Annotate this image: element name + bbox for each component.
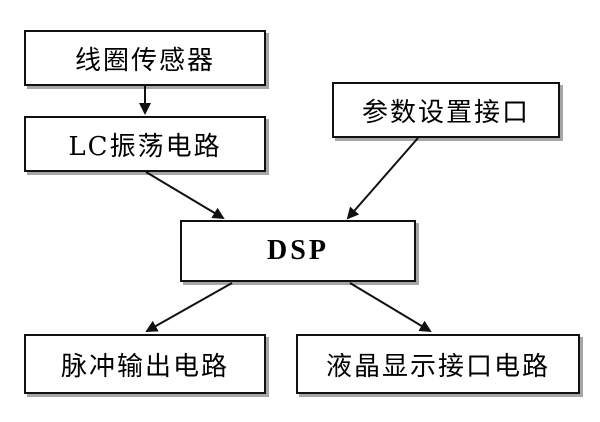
node-label: 线圈传感器 bbox=[74, 45, 215, 76]
node-label: DSP bbox=[267, 235, 329, 266]
arrow-dsp-to-lcd bbox=[349, 282, 432, 333]
node-label: 参数设置接口 bbox=[361, 97, 530, 128]
arrow-param-to-dsp bbox=[346, 137, 419, 220]
node-pulse-output: 脉冲输出电路 bbox=[24, 334, 266, 394]
arrow-lc-to-dsp bbox=[145, 171, 225, 220]
node-lc-oscillator: LC振荡电路 bbox=[24, 116, 266, 172]
node-label: LC振荡电路 bbox=[68, 131, 222, 162]
node-label: 液晶显示接口电路 bbox=[325, 351, 550, 382]
node-dsp: DSP bbox=[180, 220, 416, 282]
node-label: 脉冲输出电路 bbox=[60, 351, 229, 382]
node-coil-sensor: 线圈传感器 bbox=[24, 30, 266, 86]
node-lcd-interface: 液晶显示接口电路 bbox=[296, 334, 580, 394]
node-param-interface: 参数设置接口 bbox=[332, 82, 560, 138]
arrow-dsp-to-pulse bbox=[145, 282, 233, 332]
